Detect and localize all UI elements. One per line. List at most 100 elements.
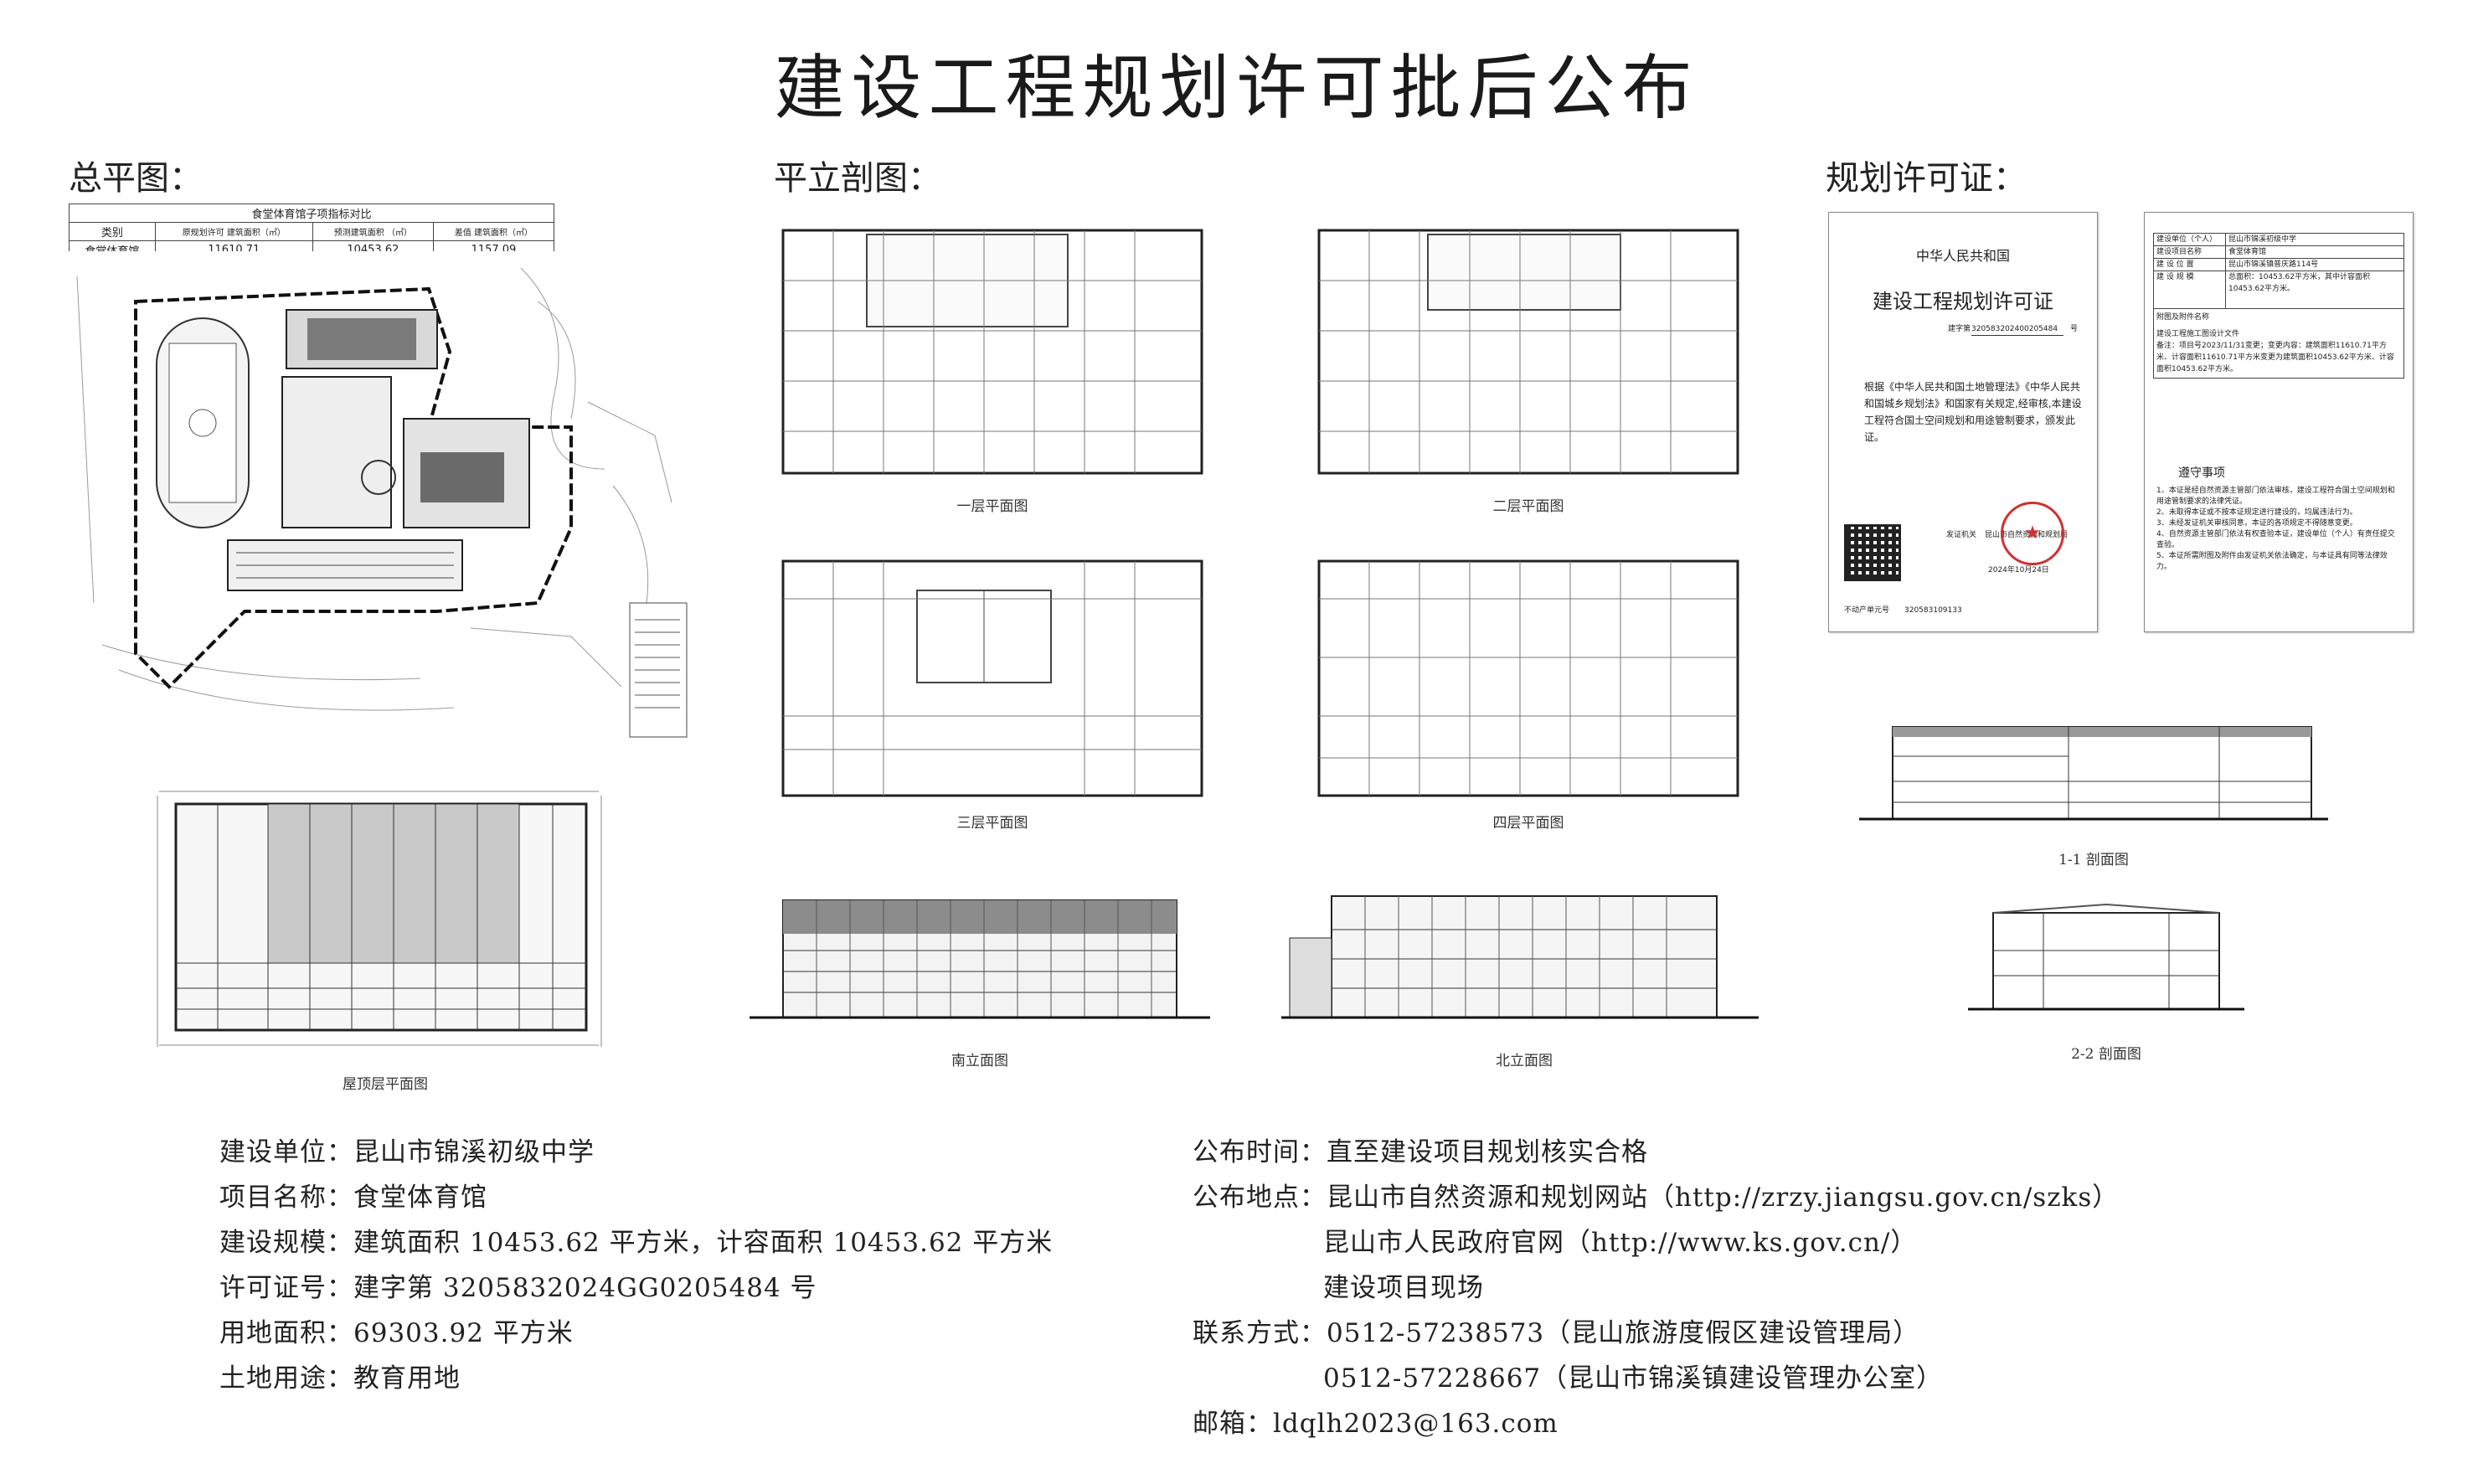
info-value: 69303.92 平方米 xyxy=(353,1318,574,1348)
permit-number-suffix: 号 xyxy=(2070,325,2079,333)
list-item: 1、本证是经自然资源主管部门依法审核，建设工程符合国土空间规划和用途管制要求的法… xyxy=(2156,487,2395,506)
north-elevation-caption: 北立面图 xyxy=(1496,1053,1553,1069)
notice-title: 遵守事项 xyxy=(2178,466,2225,480)
table-header: 差值 建筑面积（㎡） xyxy=(432,222,555,241)
info-value: 0512-57238573（昆山旅游度假区建设管理局） xyxy=(1327,1318,1920,1348)
info-value: 食堂体育馆 xyxy=(353,1183,487,1213)
site-plan-svg xyxy=(69,251,688,754)
south-elevation-drawing xyxy=(733,879,1227,1030)
section-2-2-drawing xyxy=(1960,892,2253,1026)
row-key: 建 设 位 置 xyxy=(2154,259,2226,271)
table-header: 类别 xyxy=(69,222,156,241)
row-value: 昆山市锦溪初级中学 xyxy=(2228,235,2297,244)
info-row: 土地用途：教育用地 xyxy=(219,1357,461,1394)
qr-code-icon xyxy=(1844,524,1901,581)
table-header: 预测建筑面积 （㎡） xyxy=(312,222,434,241)
attachments-section: 附图及附件名称 建设工程施工图设计文件 备注：项目号2023/11/31变更；变… xyxy=(2154,309,2403,378)
attachments-note: 备注：项目号2023/11/31变更；变更内容：建筑面积11610.71平方米、… xyxy=(2156,342,2394,374)
permit-number: 320583202400205484 xyxy=(1971,323,2063,336)
floor3-plan-svg xyxy=(781,559,1203,797)
permit-certificate-card: 中华人民共和国 建设工程规划许可证 建字第 320583202400205484… xyxy=(1828,212,2098,632)
attachments-item: 建设工程施工图设计文件 xyxy=(2156,330,2240,338)
info-label: 联系方式： xyxy=(1193,1318,1327,1348)
section-1-1-svg xyxy=(1859,726,2328,821)
contact-line: 0512-57228667（昆山市锦溪镇建设管理办公室） xyxy=(1323,1363,1944,1394)
attachments-title: 附图及附件名称 xyxy=(2156,313,2210,322)
table-caption: 食堂体育馆子项指标对比 xyxy=(69,204,554,223)
table-row: 建设项目名称 食堂体育馆 xyxy=(2154,246,2403,259)
info-label: 建设单位： xyxy=(219,1137,353,1167)
info-value: ldqlh2023@163.com xyxy=(1273,1409,1559,1439)
permit-number-prefix: 建字第 xyxy=(1948,325,1971,333)
roof-plan-svg xyxy=(157,791,602,1047)
floor4-plan-drawing xyxy=(1302,549,1754,808)
roof-plan-caption: 屋顶层平面图 xyxy=(343,1076,428,1093)
permit-country: 中华人民共和国 xyxy=(1915,248,2010,264)
floor4-caption: 四层平面图 xyxy=(1492,815,1564,832)
permit-title: 建设工程规划许可证 xyxy=(1873,290,2053,313)
info-value: 建筑面积 10453.62 平方米，计容面积 10453.62 平方米 xyxy=(353,1228,1054,1258)
info-label: 用地面积： xyxy=(219,1318,353,1348)
notice-list: 1、本证是经自然资源主管部门依法审核，建设工程符合国土空间规划和用途管制要求的法… xyxy=(2156,486,2401,573)
info-row: 项目名称：食堂体育馆 xyxy=(219,1176,487,1213)
north-elevation-svg xyxy=(1281,895,1759,1019)
info-label: 土地用途： xyxy=(219,1363,353,1394)
permit-body: 根据《中华人民共和国土地管理法》《中华人民共和国城乡规划法》和国家有关规定,经审… xyxy=(1864,381,2082,443)
attachment-info-table: 建设单位（个人） 昆山市锦溪初级中学 建设项目名称 食堂体育馆 建 设 位 置 … xyxy=(2153,233,2404,379)
info-label: 项目名称： xyxy=(219,1183,353,1213)
row-value: 昆山市锦溪镇普庆路114号 xyxy=(2228,260,2319,269)
info-row: 建设单位：昆山市锦溪初级中学 xyxy=(219,1131,595,1168)
elevations-heading: 平立剖图： xyxy=(774,159,941,198)
floor2-plan-svg xyxy=(1317,229,1739,475)
row-key: 建设单位（个人） xyxy=(2154,234,2226,245)
official-seal-icon: ★ xyxy=(2001,502,2064,565)
permit-heading: 规划许可证： xyxy=(1826,159,2027,198)
table-header: 原规划许可 建筑面积（㎡） xyxy=(154,222,313,241)
south-elevation-caption: 南立面图 xyxy=(951,1053,1008,1069)
list-item: 2、未取得本证或不按本证规定进行建设的，均属违法行为。 xyxy=(2156,508,2357,517)
site-plan-heading: 总平图： xyxy=(69,159,203,198)
info-value: 直至建设项目规划核实合格 xyxy=(1327,1137,1648,1167)
roof-plan-drawing xyxy=(142,779,611,1064)
floor4-plan-svg xyxy=(1317,559,1739,797)
section-2-2-svg xyxy=(1968,903,2244,1011)
issuer-label: 发证机关 xyxy=(1946,531,1977,539)
info-value: 教育用地 xyxy=(353,1363,461,1394)
table-row: 建设单位（个人） 昆山市锦溪初级中学 xyxy=(2154,234,2403,246)
email-row: 邮箱：ldqlh2023@163.com xyxy=(1193,1402,1559,1440)
info-label: 邮箱： xyxy=(1193,1409,1273,1439)
floor3-caption: 三层平面图 xyxy=(956,815,1028,832)
floor1-plan-drawing xyxy=(766,214,1218,490)
floor1-plan-svg xyxy=(781,229,1203,475)
row-value: 总面积：10453.62平方米，其中计容面积10453.62平方米。 xyxy=(2228,273,2370,293)
publish-place-row: 公布地点：昆山市自然资源和规划网站（http://zrzy.jiangsu.go… xyxy=(1193,1176,2119,1213)
south-elevation-svg xyxy=(750,899,1210,1019)
site-plan-drawing xyxy=(69,251,688,754)
footer-label: 不动产单元号 xyxy=(1844,606,1890,615)
section-1-1-drawing xyxy=(1851,702,2336,836)
info-row: 许可证号：建字第 3205832024GG0205484 号 xyxy=(219,1266,817,1304)
info-label: 建设规模： xyxy=(219,1228,353,1258)
footer-value: 320583109133 xyxy=(1904,606,1962,615)
floor3-plan-drawing xyxy=(766,549,1218,808)
page-title: 建设工程规划许可批后公布 xyxy=(774,47,1699,129)
section-1-1-caption: 1-1 剖面图 xyxy=(2058,852,2129,868)
publish-time-row: 公布时间：直至建设项目规划核实合格 xyxy=(1193,1131,1648,1168)
info-label: 公布地点： xyxy=(1193,1183,1327,1213)
row-key: 建 设 规 模 xyxy=(2154,271,2226,308)
table-row: 建 设 规 模 总面积：10453.62平方米，其中计容面积10453.62平方… xyxy=(2154,271,2403,309)
info-row: 建设规模：建筑面积 10453.62 平方米，计容面积 10453.62 平方米 xyxy=(219,1221,1053,1259)
north-elevation-drawing xyxy=(1273,879,1767,1030)
floor2-plan-drawing xyxy=(1302,214,1754,490)
info-label: 许可证号： xyxy=(219,1273,353,1303)
table-row: 建 设 位 置 昆山市锦溪镇普庆路114号 xyxy=(2154,259,2403,271)
floor2-caption: 二层平面图 xyxy=(1492,498,1564,515)
publish-place-line: 建设项目现场 xyxy=(1323,1273,1484,1303)
row-value: 食堂体育馆 xyxy=(2228,248,2267,256)
info-value: 昆山市自然资源和规划网站（http://zrzy.jiangsu.gov.cn/… xyxy=(1327,1183,2120,1213)
permit-attachment-card: 建设单位（个人） 昆山市锦溪初级中学 建设项目名称 食堂体育馆 建 设 位 置 … xyxy=(2144,212,2414,632)
publish-place-line: 昆山市人民政府官网（http://www.ks.gov.cn/） xyxy=(1323,1228,1918,1258)
list-item: 3、未经发证机关审核同意，本证的各项规定不得随意变更。 xyxy=(2156,519,2357,528)
floor1-caption: 一层平面图 xyxy=(956,498,1028,515)
row-key: 建设项目名称 xyxy=(2154,246,2226,258)
